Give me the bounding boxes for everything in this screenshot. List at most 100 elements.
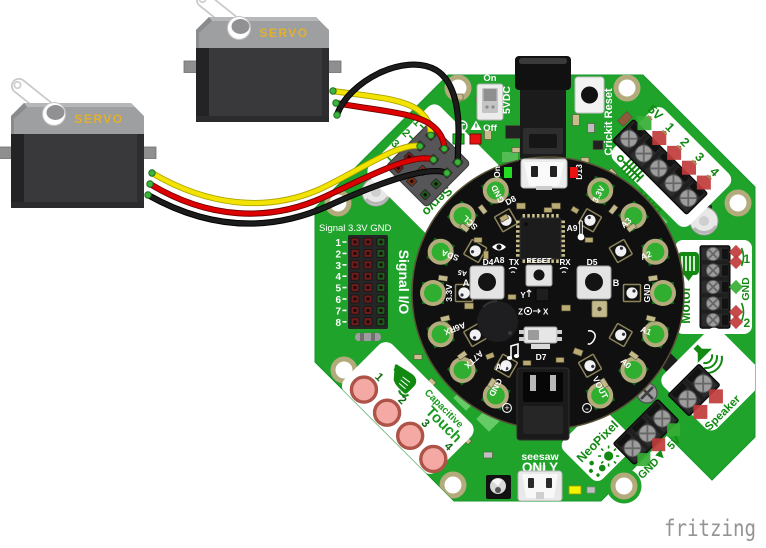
- cpx-neopixel: [608, 239, 633, 263]
- smd-component: [484, 130, 492, 140]
- power-led-red: [469, 133, 482, 145]
- cpx-on-led-label: On: [492, 166, 502, 178]
- servo-wires: [144, 61, 462, 227]
- speaker-section: Speaker: [661, 327, 755, 433]
- cpx-neopixel: [578, 353, 602, 378]
- signal-pin-hole: [353, 297, 357, 301]
- switch-off-label: Off: [483, 123, 498, 134]
- cpx-pad: [426, 237, 455, 266]
- servo-wire: [334, 62, 461, 165]
- cpx-button-a: [469, 265, 505, 300]
- cpx-pad: [426, 320, 455, 349]
- cpx-pad: [641, 320, 670, 349]
- motor-icon: [678, 252, 699, 281]
- cpx-neopixel: [622, 283, 642, 303]
- signal-pin-number: 8: [335, 318, 341, 329]
- signal-pin-hole: [366, 320, 370, 324]
- cpx-pad: [641, 237, 670, 266]
- servo-motor-left: [0, 82, 156, 208]
- bottom-button: [486, 475, 511, 499]
- cpx-neopixel: [494, 208, 518, 233]
- cpx-smd: [456, 350, 468, 361]
- gyro-chip: [535, 287, 550, 302]
- terminal-pad: [652, 438, 666, 452]
- terminal-pad: [728, 279, 744, 295]
- bottom-yellow-led: [568, 485, 582, 495]
- wire-tip: [429, 155, 438, 164]
- signal-pin-number: 1: [335, 238, 341, 249]
- cpx-smd: [437, 274, 449, 282]
- terminal-pad: [696, 175, 711, 190]
- cpx-smd: [555, 357, 565, 363]
- touch-pad: [395, 421, 425, 451]
- cpx-pad-sublabel: A5: [457, 268, 467, 277]
- signal-pin-hole: [379, 297, 383, 301]
- cpx-smd: [570, 205, 580, 215]
- cpx-d8-label: D8: [503, 193, 518, 207]
- wire-tip: [443, 169, 451, 177]
- cpx-smd: [599, 377, 610, 389]
- cpx-reset-button: [525, 264, 553, 287]
- terminal-pad: [667, 423, 681, 437]
- pcb-light-patch: [502, 152, 518, 162]
- cpx-pad: [585, 175, 616, 206]
- signal-pin-hole: [353, 320, 357, 324]
- cpx-rx-label: RX: [559, 258, 571, 267]
- signal-pin-hole: [379, 308, 383, 312]
- cpx-pad-label: GND: [642, 284, 652, 303]
- wire-tip: [148, 169, 156, 177]
- cpx-neopixel: [608, 323, 633, 347]
- cpx-pad-label: 3.3V: [444, 284, 454, 302]
- cpx-smd: [485, 351, 495, 361]
- power-section: On Off 5VDC Crickit Reset: [452, 56, 615, 160]
- cpx-smd: [473, 237, 483, 243]
- drive-icon: [616, 155, 645, 183]
- pcb-light-patch: [530, 465, 546, 473]
- touch-pad: [372, 398, 402, 427]
- signal-pin-hole: [353, 274, 357, 278]
- cpx-smd: [439, 314, 451, 323]
- signal-pin-number: 2: [335, 249, 341, 260]
- cpx-smd: [628, 350, 640, 361]
- touch-pad: [349, 375, 379, 404]
- cpx-pad: [617, 354, 649, 386]
- eye-icon: [492, 243, 506, 251]
- signal-pin-hole: [366, 251, 370, 255]
- terminal-pad: [728, 244, 744, 260]
- music-note-icon: [506, 342, 520, 360]
- smd-component: [511, 147, 521, 153]
- cpx-pad-label: A6: [453, 320, 467, 333]
- signal-pin-hole: [379, 320, 383, 324]
- cpx-on-led: [504, 167, 512, 178]
- wire-tip: [440, 145, 448, 153]
- cpx-pads-and-pixels: GNDSCLSDA3.3VRXA6TXA7GND3.3VA3A2GNDA1A0V…: [420, 175, 676, 411]
- terminal-pad: [693, 404, 708, 419]
- crickit-reset-button: [574, 76, 605, 114]
- terminal-pad: [728, 314, 744, 330]
- terminal-pad: [652, 131, 667, 146]
- smd-component: [592, 140, 604, 150]
- motor-pin-label: GND: [740, 277, 752, 301]
- signal-pin-hole: [353, 251, 357, 255]
- signal-pin-hole: [366, 286, 370, 290]
- seesaw-usb-connector: [517, 470, 563, 501]
- cpx-button-b-label: B: [613, 278, 620, 288]
- terminal-pad: [637, 116, 652, 131]
- cpx-button-a-label: A: [463, 278, 470, 288]
- signal-pin-hole: [353, 240, 357, 244]
- mcu-pins: [516, 214, 565, 263]
- cpx-tx-label: TX: [509, 258, 520, 267]
- motor-terminal-block: [699, 245, 731, 329]
- cpx-buzzer: [477, 300, 518, 342]
- axis-y-label: Y: [520, 291, 526, 300]
- cpx-button-b: [576, 265, 612, 300]
- jst-minus-label: -: [585, 403, 589, 415]
- neopixel-panel: [561, 407, 635, 481]
- terminal-pad: [728, 254, 744, 270]
- touch-pad: [419, 444, 448, 474]
- signal-resistor: [355, 333, 381, 341]
- cpx-smd: [507, 294, 517, 300]
